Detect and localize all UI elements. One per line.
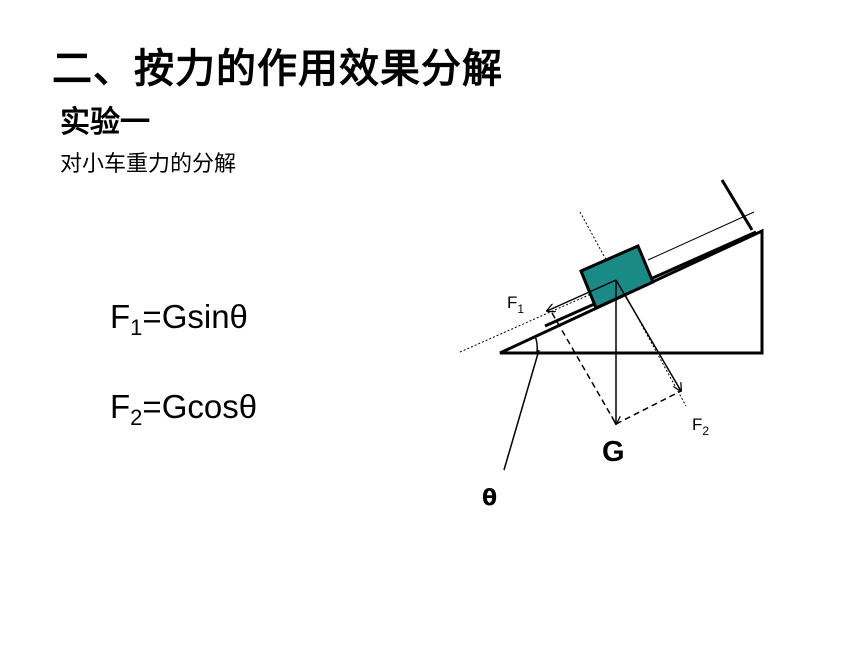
formula-f1-subscript: 1 [130,315,143,340]
parallelogram-edge-left [551,312,617,425]
formula-f2-subscript: 2 [130,405,143,430]
label-theta: θ [482,486,497,511]
force-f2-arrow [615,279,681,391]
guide-line-perpendicular [579,211,687,407]
parallelogram-edge-bottom [615,390,682,425]
page-title: 二、按力的作用效果分解 [52,46,503,92]
label-f2: F2 [692,415,709,438]
experiment-label: 实验一 [60,105,150,140]
formula-f2-symbol: F [110,388,131,425]
theta-angle-arc [534,335,538,354]
rail-end-stop [720,179,754,231]
incline-rail-upper [647,211,755,261]
cart-block [579,244,655,311]
force-f1-arrow [547,279,617,311]
formula-f1: F1=Gsinθ [110,298,248,341]
formula-f1-symbol: F [110,298,131,335]
formula-f1-rhs: =Gsinθ [142,298,248,335]
guide-line-parallel [459,289,601,353]
label-f1: F1 [507,293,524,316]
label-g: G [602,436,625,468]
description-text: 对小车重力的分解 [60,152,237,177]
formula-f2-rhs: =Gcosθ [142,388,258,425]
formula-f2: F2=Gcosθ [110,388,257,431]
theta-leader-line [503,349,540,471]
